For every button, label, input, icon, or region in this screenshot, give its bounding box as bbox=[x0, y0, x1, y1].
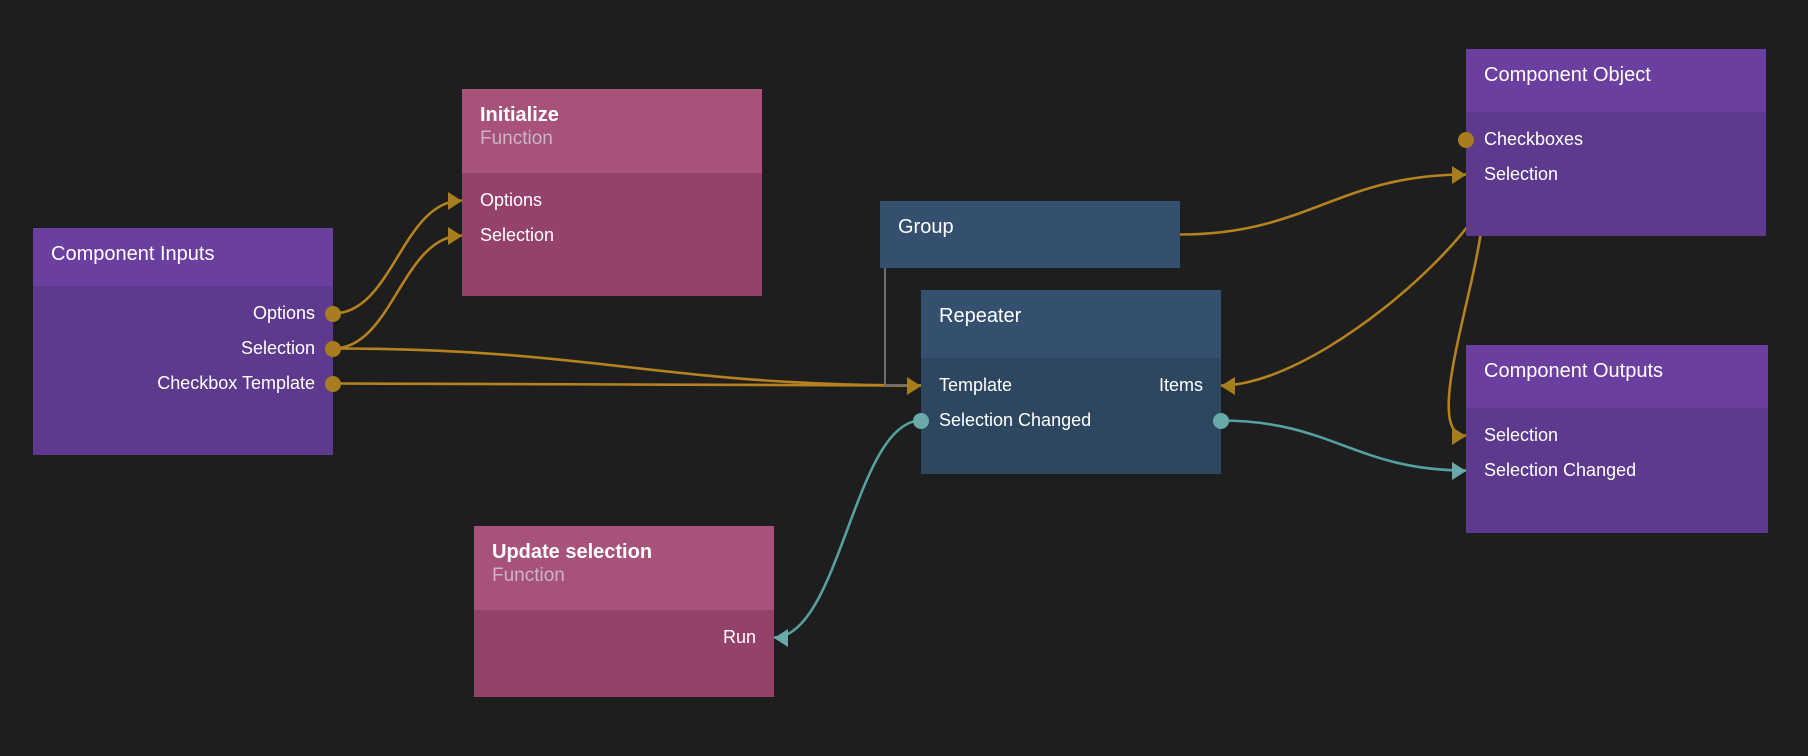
port-row-options[interactable]: Options bbox=[448, 183, 762, 218]
port-label-checkbox-template: Checkbox Template bbox=[157, 373, 315, 393]
port-label-template: Template bbox=[939, 375, 1013, 395]
port-label-options: Options bbox=[252, 303, 315, 323]
node-title-component-outputs: Component Outputs bbox=[1484, 360, 1663, 382]
link-4 bbox=[1178, 173, 1468, 236]
node-header-component-object[interactable]: Component Object bbox=[1466, 49, 1766, 112]
port-row-selection[interactable]: Selection bbox=[1452, 157, 1766, 192]
node-subtitle-initialize: Function bbox=[480, 128, 553, 149]
port-label-selection-changed: Selection Changed bbox=[1484, 460, 1637, 480]
node-body-group bbox=[880, 268, 1180, 292]
link-3 bbox=[331, 382, 923, 387]
node-body-update-selection: Run bbox=[474, 610, 788, 669]
port-row-selection-changed[interactable]: Selection Changed bbox=[913, 403, 1229, 438]
link-8 bbox=[772, 419, 923, 639]
node-header-component-outputs[interactable]: Component Outputs bbox=[1466, 345, 1768, 408]
node-header-repeater[interactable]: Repeater bbox=[921, 290, 1221, 358]
node-group[interactable]: Group bbox=[880, 201, 1180, 268]
port-row-template[interactable]: Template Items bbox=[907, 368, 1235, 403]
port-marker-tri-left[interactable] bbox=[448, 191, 462, 210]
link-2 bbox=[331, 347, 923, 387]
port-row-run[interactable]: Run bbox=[474, 620, 788, 655]
port-marker-tri-left[interactable] bbox=[1452, 461, 1466, 480]
node-title-initialize: Initialize bbox=[480, 104, 559, 126]
port-marker-tri-right[interactable] bbox=[774, 628, 788, 647]
port-label-selection: Selection bbox=[480, 225, 555, 245]
node-title-component-object: Component Object bbox=[1484, 64, 1651, 86]
port-marker-dot-right[interactable] bbox=[325, 340, 341, 357]
node-title-group: Group bbox=[898, 216, 954, 238]
link-0 bbox=[331, 199, 464, 315]
node-header-group[interactable]: Group bbox=[880, 201, 1180, 268]
port-marker-tri-left[interactable] bbox=[1452, 165, 1466, 184]
port-label-checkboxes: Checkboxes bbox=[1484, 129, 1584, 149]
node-title-component-inputs: Component Inputs bbox=[51, 243, 215, 265]
port-row-checkboxes[interactable]: Checkboxes bbox=[1458, 122, 1766, 157]
port-row-selection[interactable]: Selection bbox=[1452, 418, 1768, 453]
node-subtitle-update-selection: Function bbox=[492, 565, 565, 586]
port-marker-dot-right[interactable] bbox=[1213, 412, 1229, 429]
port-marker-dot-left[interactable] bbox=[913, 412, 929, 429]
port-label-selection: Selection bbox=[240, 338, 315, 358]
port-row-selection-changed[interactable]: Selection Changed bbox=[1452, 453, 1768, 488]
port-row-checkbox-template[interactable]: Checkbox Template bbox=[33, 366, 341, 401]
port-marker-dot-right[interactable] bbox=[325, 375, 341, 392]
port-marker-tri-left[interactable] bbox=[1452, 426, 1466, 445]
port-label-options: Options bbox=[480, 190, 543, 210]
port-label-selection: Selection bbox=[1484, 164, 1559, 184]
port-row-options[interactable]: Options bbox=[33, 296, 341, 331]
link-7 bbox=[1219, 419, 1468, 472]
node-title-repeater: Repeater bbox=[939, 305, 1022, 327]
link-1 bbox=[331, 234, 464, 350]
node-header-component-inputs[interactable]: Component Inputs bbox=[33, 228, 333, 286]
port-row-selection[interactable]: Selection bbox=[33, 331, 341, 366]
port-label-selection: Selection bbox=[1484, 425, 1559, 445]
port-label-run: Run bbox=[722, 627, 756, 647]
node-title-update-selection: Update selection bbox=[492, 541, 653, 563]
port-marker-tri-left[interactable] bbox=[907, 376, 921, 395]
port-marker-tri-left[interactable] bbox=[448, 226, 462, 245]
port-label-items: Items bbox=[1158, 375, 1203, 395]
port-marker-tri-right[interactable] bbox=[1221, 376, 1235, 395]
port-row-selection[interactable]: Selection bbox=[448, 218, 762, 253]
port-label-selection-changed: Selection Changed bbox=[939, 410, 1092, 430]
port-marker-dot-left[interactable] bbox=[1458, 131, 1474, 148]
port-marker-dot-right[interactable] bbox=[325, 305, 341, 322]
